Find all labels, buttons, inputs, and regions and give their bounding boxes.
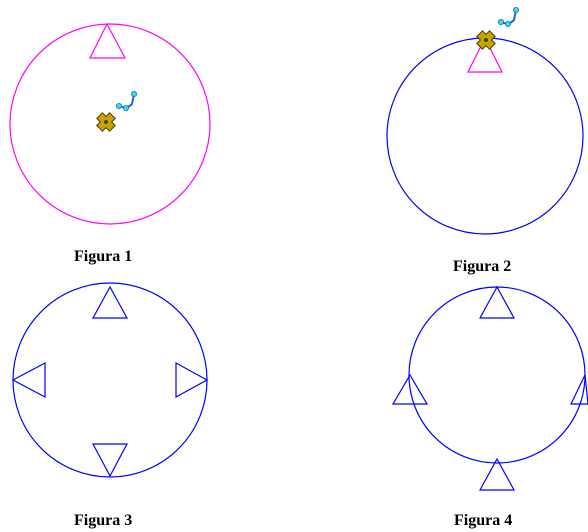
figure-3-caption: Figura 3 [74,512,132,530]
pin-icon [116,91,136,110]
figure-4 [393,287,588,490]
figure-3-triangle-top [93,287,127,318]
figure-4-circle [409,287,585,463]
figure-4-triangle-top [480,287,514,318]
figure-4-triangle-bottom [480,459,514,490]
figure-1 [10,24,210,224]
figure-2 [387,7,583,234]
figure-4-caption: Figura 4 [454,512,512,530]
figure-2-move-cursor [473,7,518,52]
move-cross-icon [473,27,498,52]
figure-1-caption: Figura 1 [74,248,132,266]
figure-3-circle [13,283,207,477]
figure-1-move-cursor [93,91,136,134]
pin-icon [498,7,518,26]
figure-3-triangle-bottom [93,444,127,476]
figure-3 [13,283,207,477]
figure-1-triangle-marker [90,24,125,58]
figure-2-circle [387,38,583,234]
figure-2-caption: Figura 2 [453,258,511,276]
figure-3-triangle-left [13,363,45,397]
move-cross-icon [93,109,118,134]
figure-3-triangle-right [176,363,207,397]
figure-4-triangle-right [571,375,588,404]
